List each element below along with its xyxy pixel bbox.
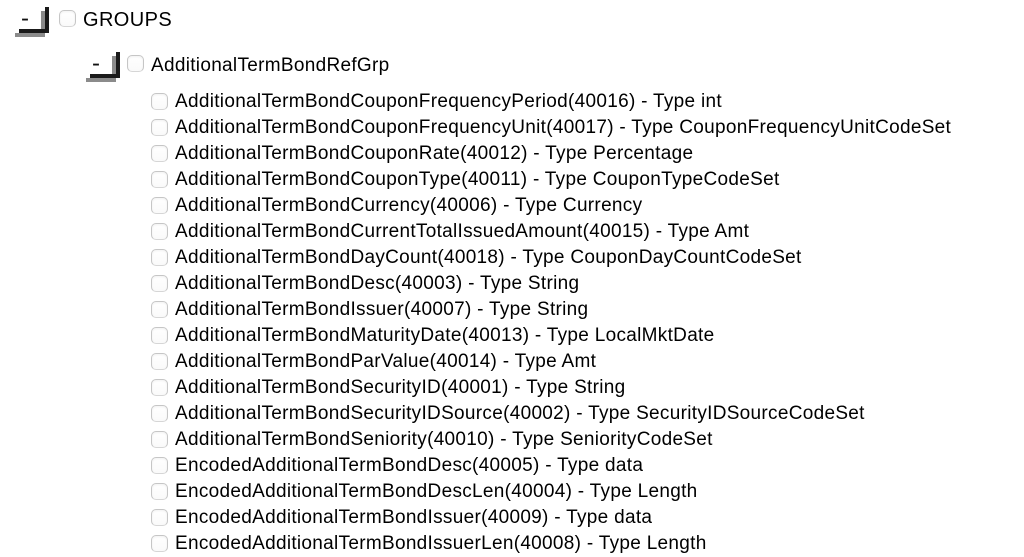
field-checkbox[interactable]: [151, 197, 168, 214]
field-label: AdditionalTermBondIssuer(40007) - Type S…: [175, 299, 589, 320]
collapse-toggle-groups[interactable]: -: [14, 5, 50, 38]
field-label: AdditionalTermBondMaturityDate(40013) - …: [175, 325, 715, 346]
tree-field-row: EncodedAdditionalTermBondDescLen(40004) …: [151, 479, 1024, 505]
field-label: AdditionalTermBondSecurityIDSource(40002…: [175, 403, 865, 424]
field-list: AdditionalTermBondCouponFrequencyPeriod(…: [151, 89, 1024, 557]
field-checkbox[interactable]: [151, 223, 168, 240]
tree-field-row: AdditionalTermBondCouponRate(40012) - Ty…: [151, 141, 1024, 167]
field-checkbox[interactable]: [151, 509, 168, 526]
field-label: AdditionalTermBondCouponFrequencyPeriod(…: [175, 91, 722, 112]
tree-field-row: AdditionalTermBondDayCount(40018) - Type…: [151, 245, 1024, 271]
field-checkbox[interactable]: [151, 327, 168, 344]
tree-field-row: AdditionalTermBondSecurityIDSource(40002…: [151, 401, 1024, 427]
tree-field-row: AdditionalTermBondCouponType(40011) - Ty…: [151, 167, 1024, 193]
tree-field-row: AdditionalTermBondCouponFrequencyPeriod(…: [151, 89, 1024, 115]
tree-field-row: EncodedAdditionalTermBondIssuerLen(40008…: [151, 531, 1024, 557]
field-label: AdditionalTermBondSecurityID(40001) - Ty…: [175, 377, 626, 398]
minus-icon: -: [92, 50, 100, 77]
field-label: AdditionalTermBondCurrentTotalIssuedAmou…: [175, 221, 750, 242]
tree-field-row: AdditionalTermBondSeniority(40010) - Typ…: [151, 427, 1024, 453]
field-checkbox[interactable]: [151, 171, 168, 188]
field-checkbox[interactable]: [151, 275, 168, 292]
tree-node-groups: - GROUPS: [14, 0, 1024, 38]
tree-corner-line-icon: [86, 52, 120, 82]
tree-field-row: AdditionalTermBondCouponFrequencyUnit(40…: [151, 115, 1024, 141]
tree-field-row: AdditionalTermBondIssuer(40007) - Type S…: [151, 297, 1024, 323]
tree-field-row: AdditionalTermBondSecurityID(40001) - Ty…: [151, 375, 1024, 401]
field-checkbox[interactable]: [151, 93, 168, 110]
field-checkbox[interactable]: [151, 145, 168, 162]
tree-field-row: EncodedAdditionalTermBondIssuer(40009) -…: [151, 505, 1024, 531]
field-label: AdditionalTermBondDayCount(40018) - Type…: [175, 247, 802, 268]
field-label: EncodedAdditionalTermBondIssuer(40009) -…: [175, 507, 653, 528]
field-label: AdditionalTermBondSeniority(40010) - Typ…: [175, 429, 713, 450]
field-label: AdditionalTermBondCouponRate(40012) - Ty…: [175, 143, 694, 164]
checkbox-refgrp[interactable]: [127, 55, 144, 72]
field-label: EncodedAdditionalTermBondDescLen(40004) …: [175, 481, 698, 502]
node-label-groups: GROUPS: [83, 9, 173, 31]
tree-field-row: EncodedAdditionalTermBondDesc(40005) - T…: [151, 453, 1024, 479]
field-label: AdditionalTermBondCouponFrequencyUnit(40…: [175, 117, 952, 138]
field-checkbox[interactable]: [151, 379, 168, 396]
field-label: AdditionalTermBondParValue(40014) - Type…: [175, 351, 597, 372]
tree-field-row: AdditionalTermBondCurrentTotalIssuedAmou…: [151, 219, 1024, 245]
field-checkbox[interactable]: [151, 405, 168, 422]
field-checkbox[interactable]: [151, 457, 168, 474]
field-checkbox[interactable]: [151, 249, 168, 266]
tree-field-row: AdditionalTermBondMaturityDate(40013) - …: [151, 323, 1024, 349]
field-label: AdditionalTermBondCouponType(40011) - Ty…: [175, 169, 780, 190]
tree-field-row: AdditionalTermBondParValue(40014) - Type…: [151, 349, 1024, 375]
checkbox-groups[interactable]: [59, 10, 76, 27]
field-label: AdditionalTermBondCurrency(40006) - Type…: [175, 195, 643, 216]
field-checkbox[interactable]: [151, 483, 168, 500]
tree-node-refgrp: - AdditionalTermBondRefGrp: [85, 50, 1024, 83]
tree-field-row: AdditionalTermBondCurrency(40006) - Type…: [151, 193, 1024, 219]
field-checkbox[interactable]: [151, 301, 168, 318]
field-label: EncodedAdditionalTermBondIssuerLen(40008…: [175, 533, 707, 554]
collapse-toggle-refgrp[interactable]: -: [85, 50, 121, 83]
field-label: AdditionalTermBondDesc(40003) - Type Str…: [175, 273, 580, 294]
field-label: EncodedAdditionalTermBondDesc(40005) - T…: [175, 455, 644, 476]
node-label-refgrp: AdditionalTermBondRefGrp: [151, 55, 390, 76]
field-checkbox[interactable]: [151, 535, 168, 552]
field-checkbox[interactable]: [151, 119, 168, 136]
field-checkbox[interactable]: [151, 353, 168, 370]
tree-corner-line-icon: [15, 7, 49, 37]
minus-icon: -: [21, 5, 29, 32]
field-checkbox[interactable]: [151, 431, 168, 448]
tree-field-row: AdditionalTermBondDesc(40003) - Type Str…: [151, 271, 1024, 297]
